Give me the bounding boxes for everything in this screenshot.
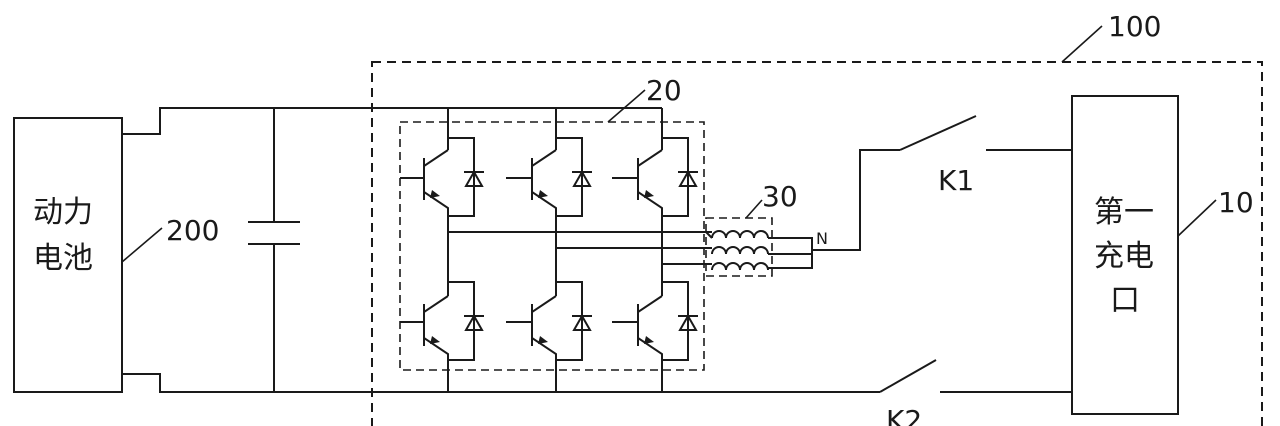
inductor-windings: [705, 230, 769, 271]
igbt-lower-3: [612, 280, 698, 361]
switch-k2: [879, 359, 1072, 393]
battery-label-line2: 电池: [33, 241, 93, 276]
phase-output-wires: [447, 216, 712, 280]
igbt-lower-2: [506, 280, 592, 361]
label-battery-200: 200: [166, 214, 219, 247]
leader-100: [1061, 25, 1103, 63]
igbt-upper-3: [612, 137, 698, 217]
label-bridge-20: 20: [646, 74, 682, 107]
inductor-boundary-30: [705, 217, 773, 277]
phase-leg-rails: [447, 108, 663, 392]
dc-bus-negative: [122, 373, 880, 393]
battery-label-line1: 动力: [33, 195, 93, 230]
label-system-100: 100: [1108, 10, 1161, 43]
leader-20: [607, 89, 646, 123]
label-inductor-30: 30: [762, 180, 798, 213]
igbt-upper-1: [400, 137, 484, 217]
label-neutral-n: N: [816, 229, 828, 248]
leader-10: [1177, 199, 1217, 237]
neutral-connection: [768, 149, 900, 269]
leader-200: [121, 227, 163, 263]
switch-k1: [899, 115, 1072, 151]
power-battery-box: [13, 117, 123, 393]
igbt-upper-2: [506, 137, 592, 217]
label-switch-k2: K2: [886, 404, 922, 426]
dc-bus-positive: [122, 107, 662, 135]
first-charging-port-box: [1071, 95, 1179, 415]
port-label-line2: 充电: [1094, 239, 1154, 274]
bridge-boundary-20: [399, 121, 705, 371]
label-switch-k1: K1: [938, 164, 974, 197]
dc-link-capacitor: [248, 108, 300, 392]
system-boundary-100: [371, 61, 1263, 426]
port-label-line3: 口: [1110, 283, 1140, 318]
leader-30: [745, 199, 763, 219]
igbt-lower-1: [400, 280, 484, 361]
port-label-line1: 第一: [1094, 195, 1154, 230]
label-port-10: 10: [1218, 186, 1254, 219]
